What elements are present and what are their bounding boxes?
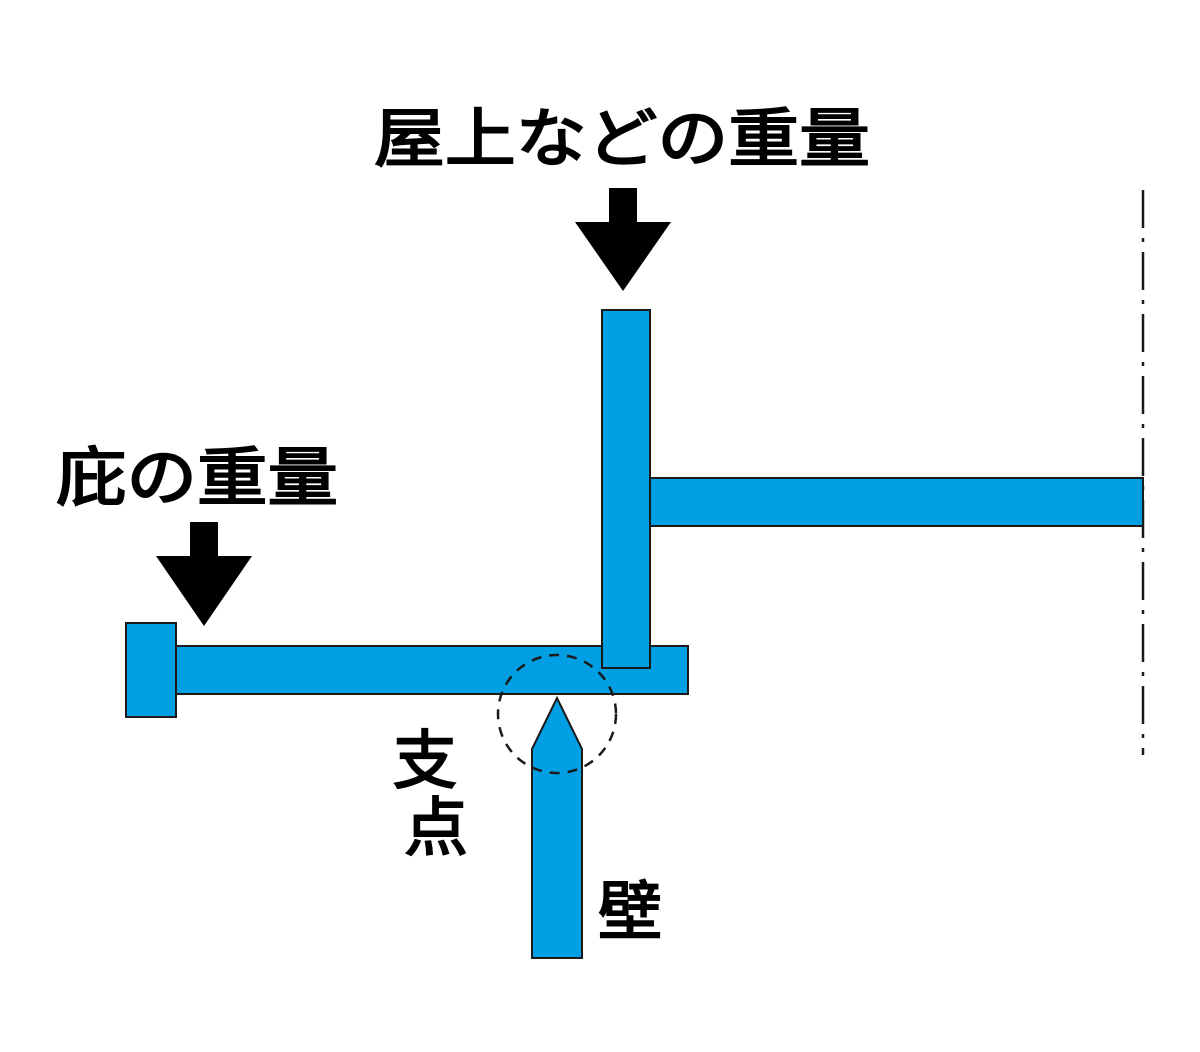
- vertical-beam: [601, 309, 651, 669]
- fulcrum-label-line-1: 支: [393, 725, 457, 799]
- fulcrum-circle: [496, 653, 618, 775]
- fulcrum-label: 支 点: [393, 725, 479, 866]
- roof-load-label: 屋上などの重量: [374, 103, 870, 177]
- fulcrum-label-line-2: 点: [404, 792, 468, 866]
- roof-slab: [649, 477, 1144, 527]
- eave-tip: [125, 622, 177, 718]
- eave-load-label: 庇の重量: [56, 442, 338, 516]
- wall-label: 壁: [598, 876, 662, 950]
- eave-load-arrow: [156, 522, 252, 626]
- roof-load-arrow: [575, 188, 671, 291]
- wall: [531, 695, 583, 959]
